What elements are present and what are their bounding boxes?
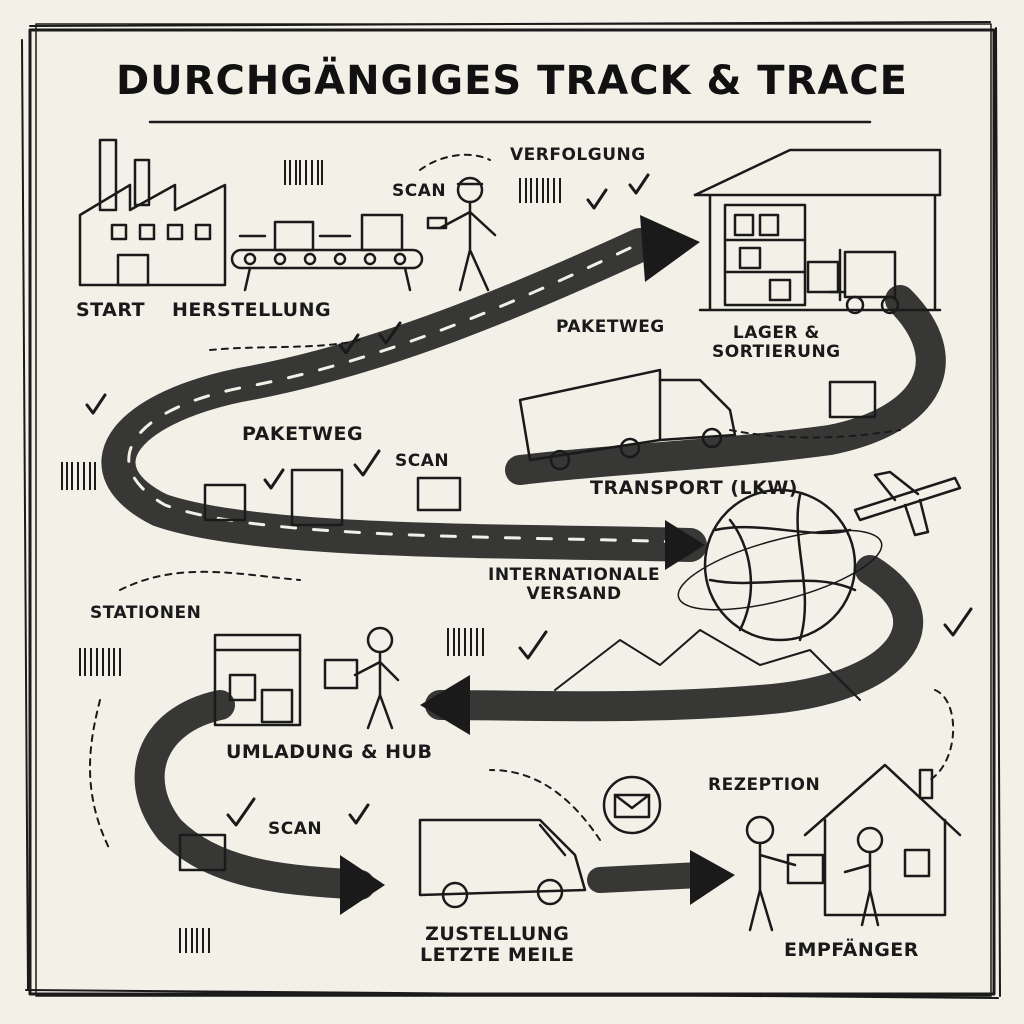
hub-worker-icon: [353, 626, 400, 730]
label-empfaenger: EMPFÄNGER: [784, 939, 919, 961]
hub-building-icon: [213, 633, 359, 727]
label-herstellung: HERSTELLUNG: [172, 299, 332, 321]
conveyor-belt-icon: [230, 213, 424, 292]
factory-icon: [78, 138, 227, 287]
package-route-path: [101, 228, 946, 900]
label-start: START: [76, 299, 146, 321]
arrowhead-lower: [340, 855, 385, 915]
house-icon: [803, 763, 962, 917]
route-arrowheads: [340, 215, 735, 915]
label-paketweg-2: PAKETWEG: [242, 423, 364, 445]
label-zustellung: ZUSTELLUNG LETZTE MEILE: [420, 923, 575, 966]
arrowhead-top: [640, 215, 700, 282]
label-scan-3: SCAN: [268, 819, 323, 839]
label-internationale-versand: INTERNATIONALE VERSAND: [488, 565, 661, 604]
courier-icon: [745, 815, 825, 932]
label-scan-2: SCAN: [395, 451, 450, 471]
label-umladung-hub: UMLADUNG & HUB: [226, 741, 433, 763]
label-rezeption: REZEPTION: [708, 775, 821, 795]
label-scan-1: SCAN: [392, 181, 447, 201]
airplane-icon: [853, 470, 962, 537]
envelope-icon: [602, 775, 662, 835]
arrowhead-left: [420, 675, 470, 735]
label-stationen: STATIONEN: [90, 603, 202, 623]
delivery-van-icon: [418, 818, 587, 909]
checkmark-icons: [85, 173, 973, 827]
warehouse-icon: [693, 148, 942, 312]
globe-icon: [677, 488, 883, 642]
mountains-icon: [554, 629, 861, 701]
forklift-icon: [806, 248, 900, 315]
label-lager-sortierung: LAGER & SORTIERUNG: [712, 323, 841, 362]
truck-icon: [518, 368, 737, 471]
decorative-arrows: [89, 153, 955, 851]
sketch-frame: [21, 21, 1001, 999]
barcode-icons: [61, 160, 561, 953]
recipient-icon: [843, 826, 884, 927]
arrowhead-middle: [665, 520, 705, 570]
label-verfolgung: VERFOLGUNG: [510, 145, 646, 165]
worker-scanning-icon: [426, 176, 497, 292]
page-title: DURCHGÄNGIGES TRACK & TRACE: [115, 58, 909, 104]
label-paketweg-1: PAKETWEG: [556, 317, 665, 337]
arrowhead-final: [690, 850, 735, 905]
package-box-icons: [178, 380, 877, 872]
label-transport: TRANSPORT (LKW): [590, 477, 798, 499]
